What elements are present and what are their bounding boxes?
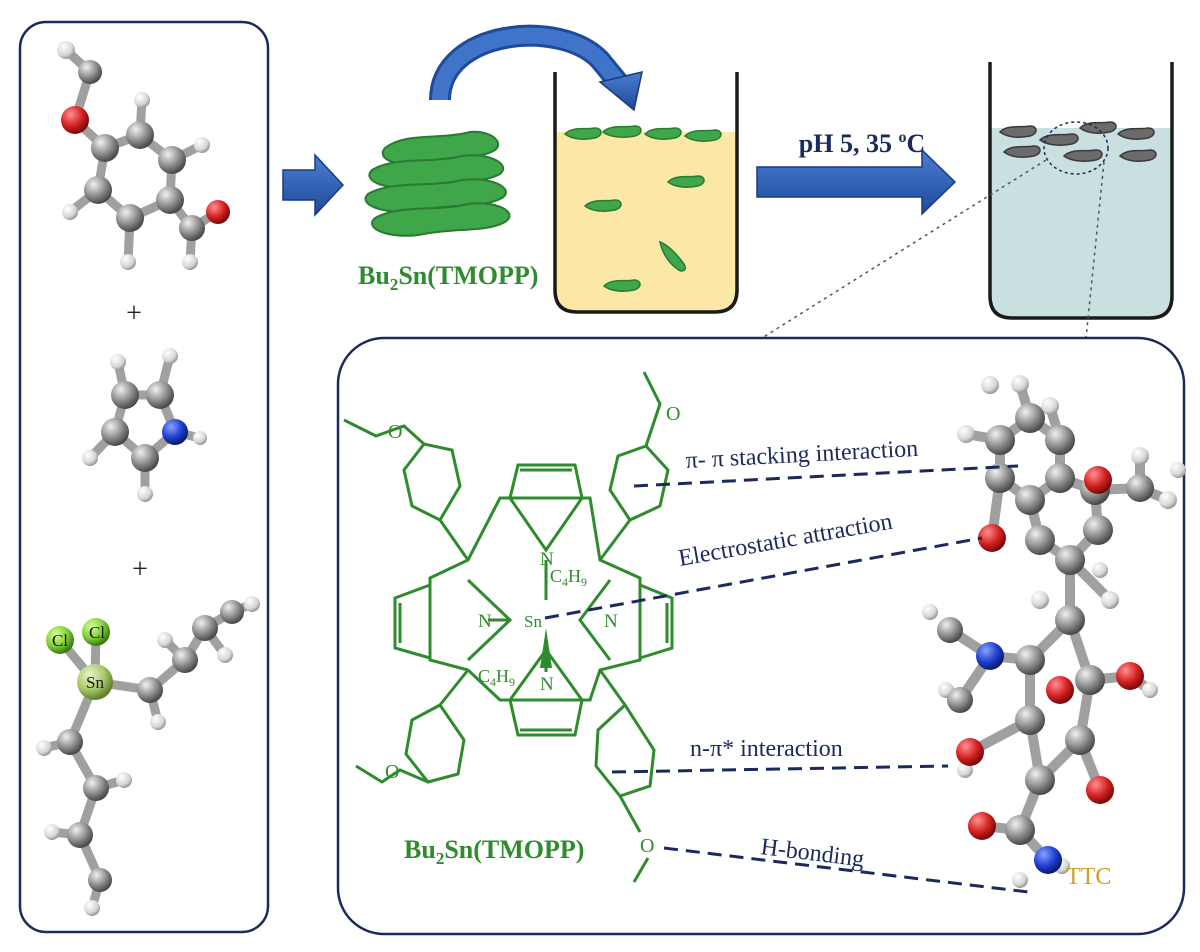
porphyrin-structure: O O O O N N N N Sn C4H9 C4H9 xyxy=(343,371,680,883)
atom-n-top: N xyxy=(540,549,554,570)
interaction-lines xyxy=(544,464,1029,894)
atom-n-right: N xyxy=(604,611,618,632)
tin-label: Sn xyxy=(86,673,104,692)
aggregate-label: Bu2Sn(TMOPP) xyxy=(358,261,538,294)
beaker-adsorbent-dispersion xyxy=(553,72,739,314)
dibutyltin-dichloride-model: Cl Cl Sn xyxy=(36,596,260,916)
structure-formula-label: Bu2Sn(TMOPP) xyxy=(404,835,584,868)
axial-butyl-bottom: C4H9 xyxy=(478,666,515,689)
tetracycline-model xyxy=(922,375,1186,888)
svg-text:O: O xyxy=(385,761,399,783)
atom-n-left: N xyxy=(478,611,492,632)
curved-transfer-arrow xyxy=(429,24,643,112)
porphyrin-aggregate xyxy=(364,130,511,237)
pyrrole-model xyxy=(82,348,207,502)
methoxybenzaldehyde-model xyxy=(57,41,230,270)
svg-text:O: O xyxy=(388,421,402,443)
atom-sn-center: Sn xyxy=(524,612,542,631)
label-n-pi-star: n-π* interaction xyxy=(690,736,843,762)
atom-n-bottom: N xyxy=(540,674,554,695)
chlorine-label-b: Cl xyxy=(89,623,105,642)
conditions-label: pH 5, 35 oC xyxy=(799,129,925,158)
plus-sign-1: + xyxy=(126,298,142,329)
beaker-adsorption-result xyxy=(988,62,1174,320)
arrow-to-aggregate xyxy=(282,153,345,217)
svg-text:O: O xyxy=(640,835,654,857)
arrow-to-adsorption xyxy=(756,148,957,216)
zoom-line-right xyxy=(1085,161,1105,339)
svg-text:O: O xyxy=(666,403,680,425)
chlorine-label-a: Cl xyxy=(52,631,68,650)
axial-butyl-top: C4H9 xyxy=(550,566,587,589)
plus-sign-2: + xyxy=(132,554,148,585)
interaction-panel xyxy=(336,336,1186,936)
ttc-label: TTC xyxy=(1066,864,1111,890)
